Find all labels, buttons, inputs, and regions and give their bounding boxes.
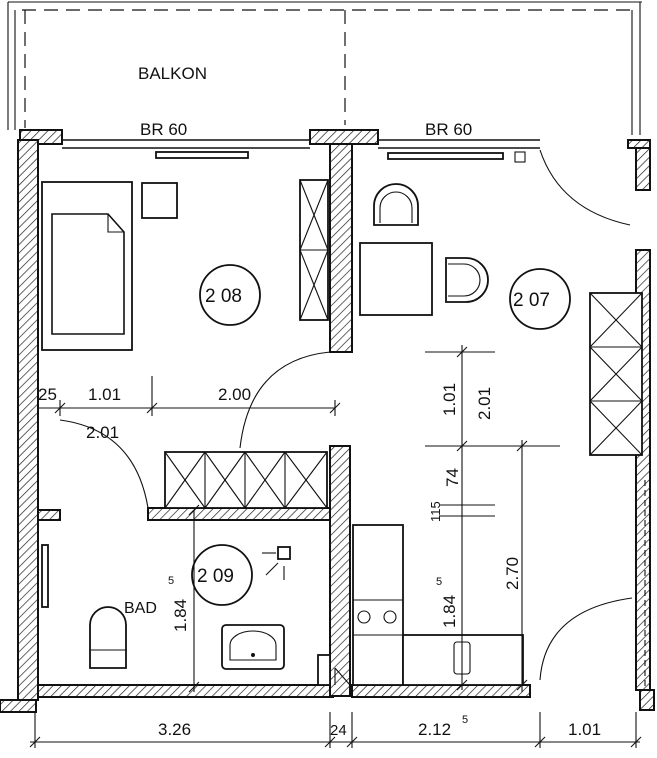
table [359,242,433,316]
dimension-label: 74 [443,468,462,487]
washbasin [221,624,285,670]
door-swing [59,419,149,509]
room-tag [199,264,261,326]
dimension-label: 115 [428,501,443,522]
window-label: BR 60 [425,120,472,139]
door-swing [539,597,633,681]
chair [445,257,489,303]
dimension-label: 24 [330,722,347,739]
door-swing [539,149,631,226]
door-swing [239,351,331,449]
toilet [89,606,127,669]
room-number: 2 07 [513,290,550,311]
dimension-label: 1.84 [171,599,190,632]
room-name: BAD [124,600,157,617]
shower-fixture [262,546,291,580]
dimension-label: 1.01 [440,383,459,416]
radiator [387,152,504,160]
dimension-label: 1.01 [88,385,121,404]
room-number: 2 09 [197,566,234,587]
dimension-lines: 25 1.01 2.00 2.01 1.01 2.01 74 115 2.70 … [29,345,642,748]
dimension-label: 1.01 [568,720,601,739]
dimension-label: 2.01 [86,423,119,442]
room-2-09: 2 09 BAD [41,419,351,686]
balcony: BALKON [7,1,642,135]
room-tag [191,544,253,606]
dimension-superscript: 5 [436,576,442,588]
room-2-08: 2 08 [41,179,331,449]
nightstand [141,182,178,219]
dimension-label: 2.12 [418,720,451,739]
radiator [155,151,249,159]
shelf [589,292,643,456]
room-tag [509,268,571,330]
bath-cabinet [164,451,328,509]
room-2-07: 2 07 [352,149,643,686]
dimension-superscript: 5 [462,714,468,726]
dimension-label: 1.84 [440,595,459,628]
dimension-label: 25 [38,385,57,404]
dimension-label: 2.00 [218,385,251,404]
dimension-label: 2.01 [475,387,494,420]
room-number: 2 08 [205,286,242,307]
bed [41,181,133,351]
dimension-superscript: 5 [168,575,174,587]
kitchen-counter [352,524,524,686]
chair [373,183,419,226]
dimension-label: 3.26 [158,720,191,739]
dimension-label: 2.70 [503,557,522,590]
window-label: BR 60 [140,120,187,139]
balcony-label: BALKON [138,64,207,83]
